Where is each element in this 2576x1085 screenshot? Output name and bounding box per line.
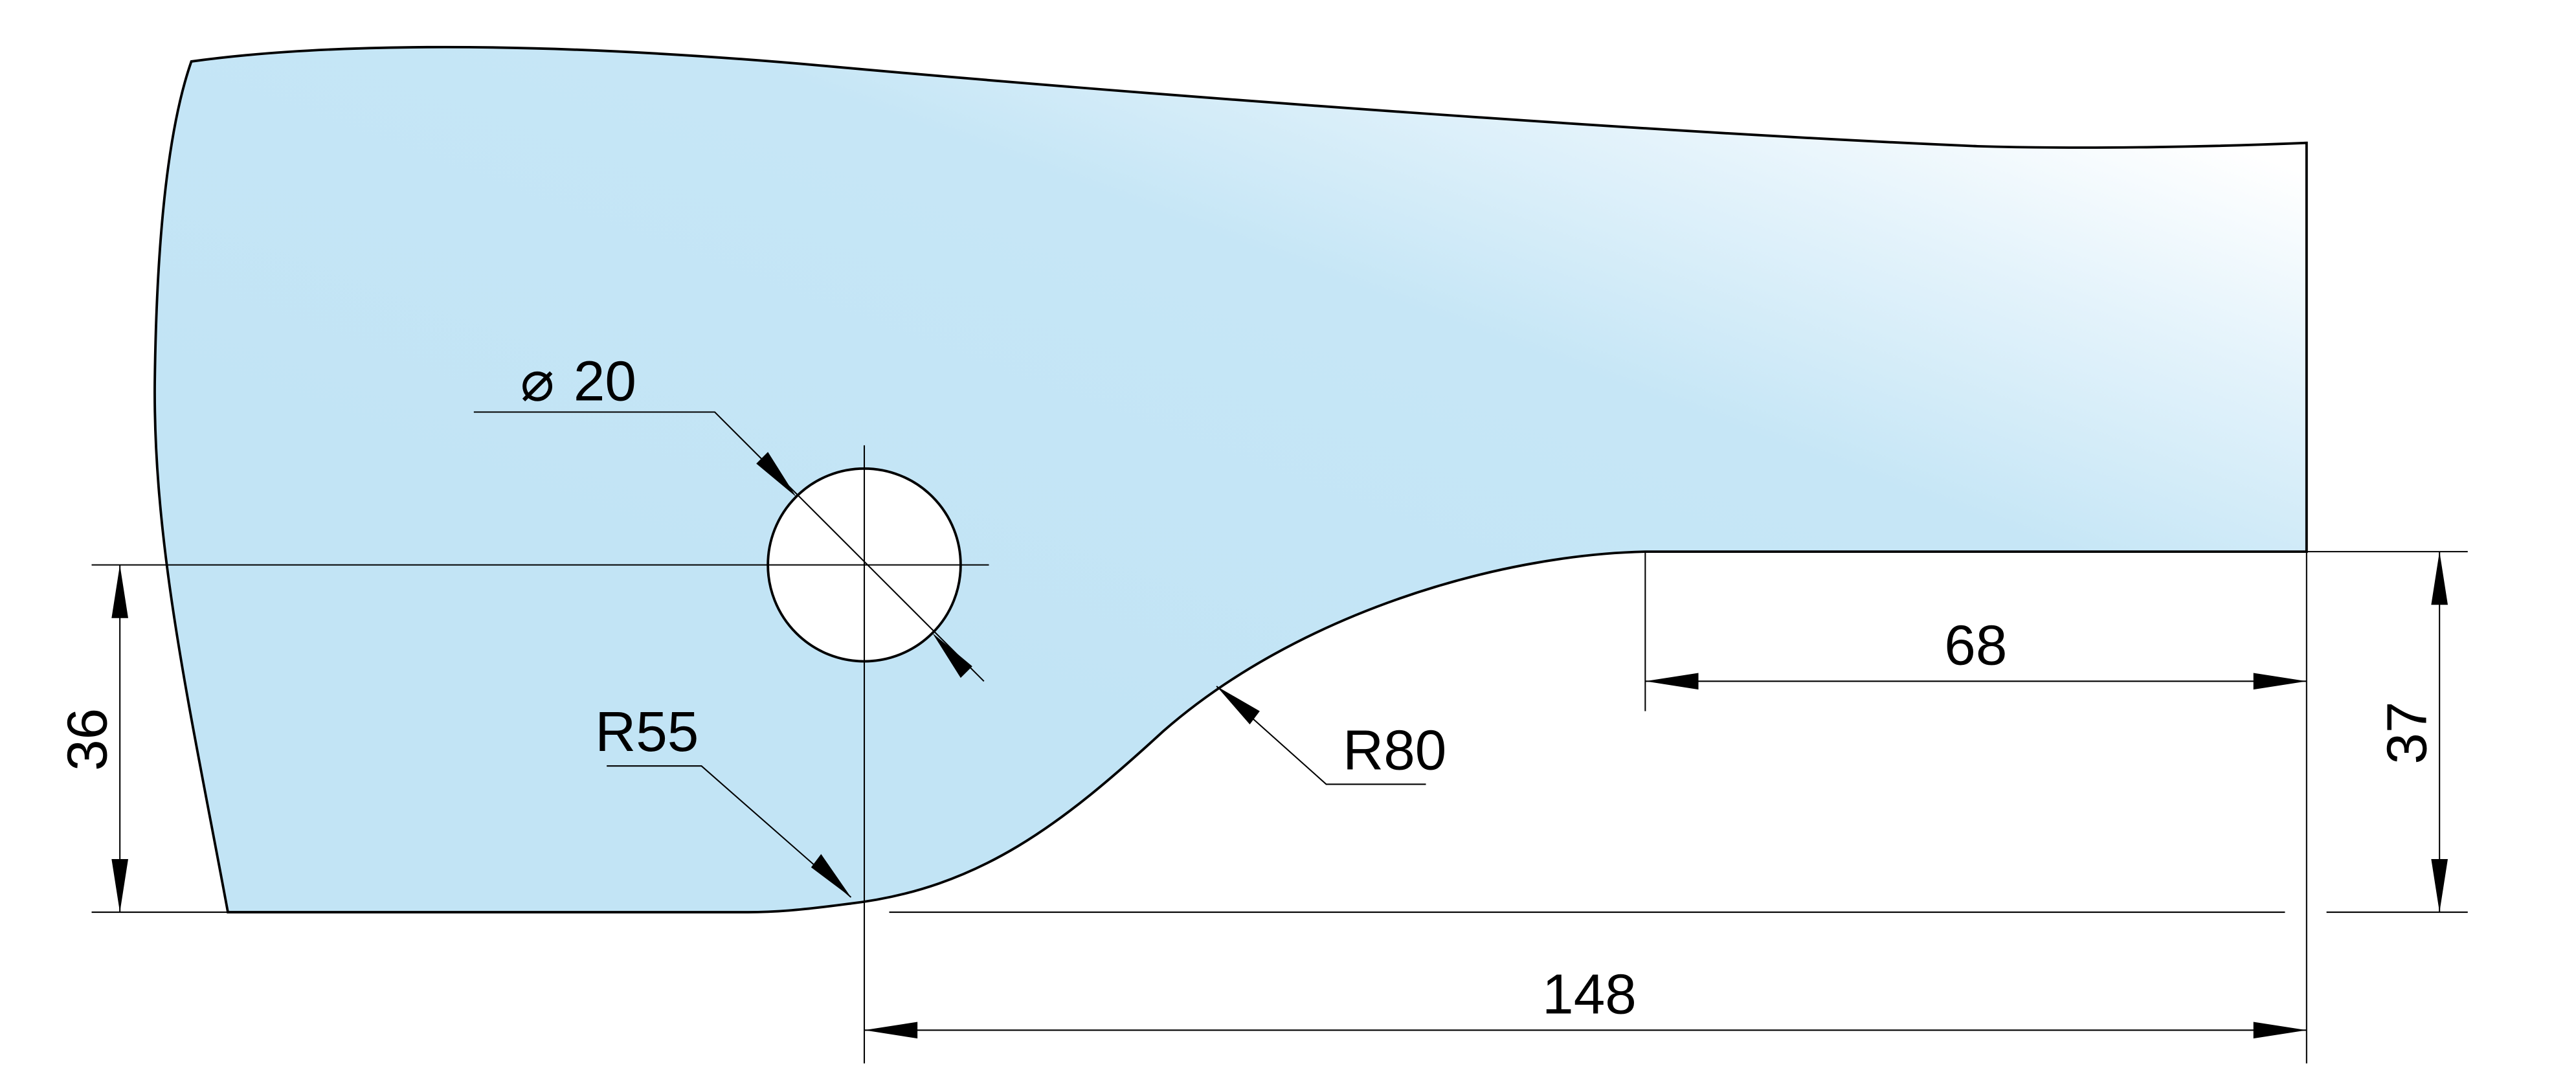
center-lines (91, 445, 2468, 1064)
diameter-symbol: ⌀ (521, 350, 555, 413)
radius-r55-label: R55 (595, 700, 699, 763)
dim-148-label: 148 (1542, 963, 1637, 1026)
dim-37-label: 37 (2376, 702, 2439, 765)
diameter-leader (473, 411, 985, 682)
glass-plate (153, 45, 2308, 913)
arrowheads (111, 452, 2448, 1039)
dim-36-label: 36 (56, 708, 119, 771)
diameter-label: 20 (574, 350, 636, 413)
r55-leader (607, 765, 852, 898)
radius-r80-label: R80 (1343, 719, 1446, 781)
dim-68-label: 68 (1944, 614, 2007, 677)
